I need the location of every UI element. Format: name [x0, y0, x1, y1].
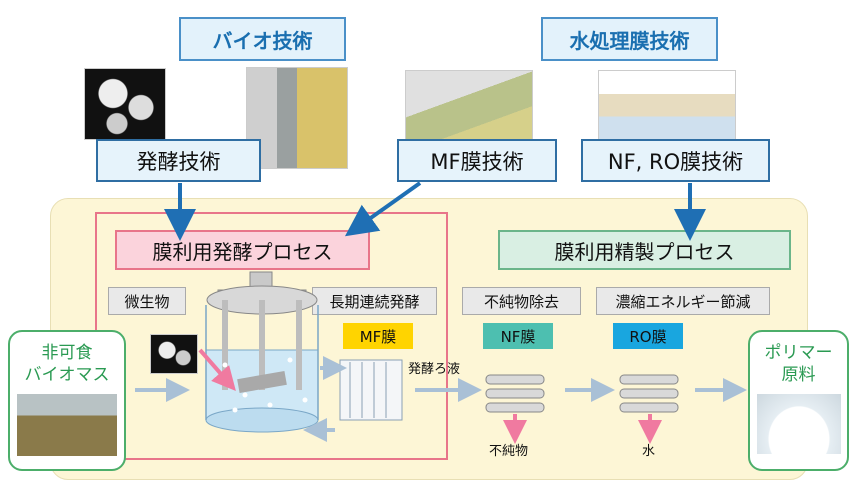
impurities-label: 不純物	[489, 444, 529, 459]
mf-membrane-module	[339, 359, 403, 421]
impurity-removal-label: 不純物除去	[462, 287, 581, 315]
nf-ro-tech-box: NF, RO膜技術	[581, 139, 770, 182]
pink-pointer-arrow	[198, 348, 236, 392]
nf-ro-module-photo	[598, 70, 736, 148]
input-label-line2: バイオマス	[24, 365, 110, 385]
fermentation-tech-box: 発酵技術	[96, 139, 261, 182]
refining-process-title: 膜利用精製プロセス	[498, 230, 791, 270]
input-label-line1: 非可食	[41, 343, 93, 363]
output-label-line2: 原料	[781, 365, 816, 385]
bio-tech-title: バイオ技術	[179, 17, 346, 61]
ro-membrane-tag: RO膜	[613, 323, 683, 349]
bioreactor-tank	[205, 271, 319, 433]
membrane-sheet-photo	[405, 70, 533, 142]
filtrate-label: 発酵ろ液	[408, 362, 461, 377]
bioreactor-photo	[246, 67, 348, 169]
mf-membrane-tag: MF膜	[343, 323, 413, 349]
yeast-cells-photo	[84, 68, 166, 140]
small-yeast-photo	[150, 334, 198, 374]
energy-saving-label: 濃縮エネルギー節減	[596, 287, 770, 315]
mf-tech-box: MF膜技術	[397, 139, 557, 182]
input-biomass-box: 非可食 バイオマス	[8, 330, 126, 471]
nf-membrane-module	[485, 374, 545, 413]
water-label: 水	[642, 444, 656, 459]
ro-membrane-module	[619, 374, 679, 413]
arrow-mf-diagonal	[344, 181, 422, 237]
fermentation-process-title: 膜利用発酵プロセス	[115, 230, 370, 270]
white-powder-photo	[756, 394, 841, 454]
output-polymer-box: ポリマー 原料	[748, 330, 849, 471]
hay-bale-photo	[17, 394, 117, 456]
water-tech-title: 水処理膜技術	[541, 17, 718, 61]
nf-membrane-tag: NF膜	[483, 323, 553, 349]
output-label-line1: ポリマー	[764, 343, 833, 363]
microorganism-label: 微生物	[108, 287, 186, 315]
